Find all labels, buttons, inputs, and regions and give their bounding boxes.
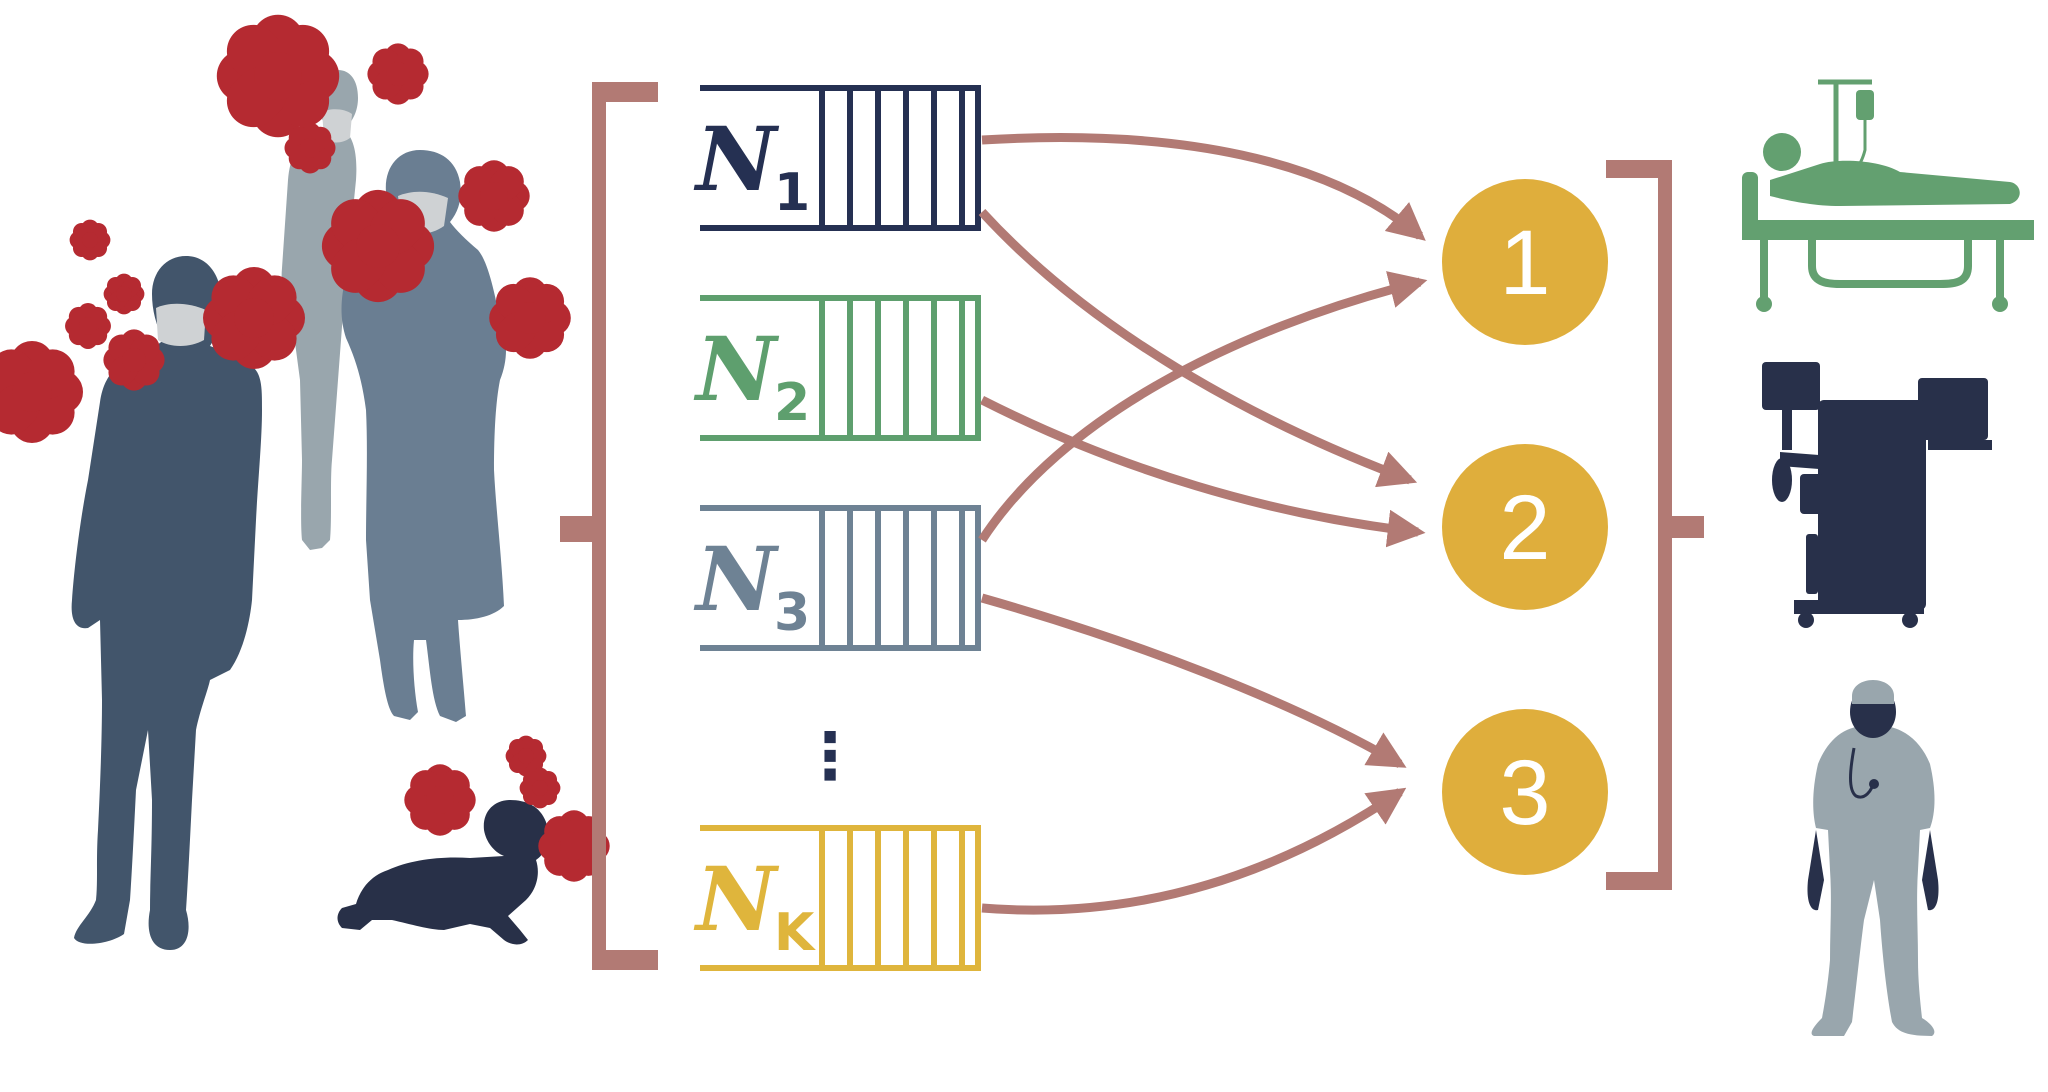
queue-symbol: N: [693, 527, 780, 631]
population-group: [3, 41, 594, 950]
virus-icon: [117, 343, 152, 378]
route-arrow: [979, 395, 1426, 548]
virus-icon: [514, 744, 537, 767]
hospital-bed-icon: [1742, 79, 2034, 312]
route-arrow: [978, 271, 1428, 543]
server-1: 1: [1442, 179, 1608, 345]
virus-icon: [346, 214, 410, 278]
queue-index: 1: [774, 163, 810, 223]
server-circle: [1442, 709, 1608, 875]
baby-icon: [337, 800, 548, 945]
virus-icon: [507, 295, 553, 341]
virus-icon: [112, 282, 135, 305]
doctor-icon: [1807, 680, 1939, 1036]
servers-group: 1 2 3: [1442, 179, 1608, 875]
virus-icon: [528, 776, 551, 799]
route-arrow: [981, 133, 1426, 241]
queue-index: 2: [774, 373, 810, 433]
virus-icon: [420, 780, 461, 821]
left-bracket: [560, 82, 658, 970]
server-circle: [1442, 179, 1608, 345]
queue-symbol: N: [693, 107, 780, 211]
virus-icon: [225, 289, 283, 347]
server-circle: [1442, 444, 1608, 610]
server-label: 1: [1499, 212, 1550, 314]
right-bracket-spine: [1658, 160, 1672, 890]
queue-symbol: N: [693, 317, 780, 421]
queue-1: N1: [693, 85, 981, 231]
queue-index: 3: [774, 583, 810, 643]
virus-icon: [381, 57, 416, 92]
server-3: 3: [1442, 709, 1608, 875]
queue-symbol: N: [693, 847, 780, 951]
virus-icon: [78, 228, 101, 251]
routing-arrows: [978, 133, 1428, 915]
server-label: 2: [1499, 477, 1550, 579]
virus-icon: [296, 134, 325, 163]
queue-3: N3: [693, 505, 981, 651]
ventilator-icon: [1762, 362, 1992, 628]
virus-icon: [75, 313, 101, 339]
virus-icon: [3, 363, 61, 421]
queue-index: K: [774, 903, 816, 963]
virus-particles: [3, 41, 594, 866]
route-arrow: [978, 208, 1418, 488]
queue-K: NK: [693, 825, 981, 971]
right-bracket: [1606, 160, 1704, 890]
server-2: 2: [1442, 444, 1608, 610]
person-man-icon: [71, 256, 262, 950]
virus-icon: [243, 41, 313, 111]
virus-icon: [554, 826, 595, 867]
server-label: 3: [1499, 742, 1550, 844]
route-arrow: [980, 593, 1407, 768]
route-arrow: [981, 787, 1407, 915]
queue-ellipsis: ⋮: [798, 720, 862, 794]
queue-2: N2: [693, 295, 981, 441]
virus-icon: [474, 176, 515, 217]
